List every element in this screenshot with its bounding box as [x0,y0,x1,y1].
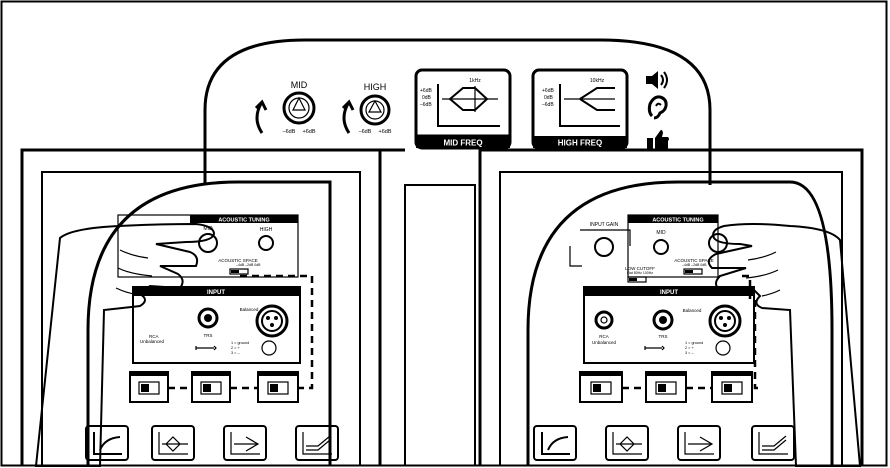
svg-text:0dB: 0dB [544,95,554,101]
svg-text:–6dB: –6dB [420,102,432,108]
right-space-scale: –4dB –2dB 0dB [682,263,707,267]
svg-text:+6dB: +6dB [542,88,554,94]
left-balanced-label: Balanced [240,307,259,312]
left-trs-jack[interactable] [197,307,219,329]
right-input-gain-label: INPUT GAIN [590,222,619,228]
svg-text:+6dB: +6dB [303,129,316,135]
left-high-knob[interactable] [258,235,274,251]
right-tuning-header: ACOUSTIC TUNING [652,218,703,224]
left-mini-charts [85,425,339,461]
right-input-header: INPUT [660,290,678,296]
high-freq-value: 10kHz [590,78,605,84]
high-freq-caption: HIGH FREQ [558,139,602,148]
right-cutoff-scale: Flat 80Hz 100Hz [627,271,653,275]
left-unbalanced-label: Unbalanced [140,339,165,344]
rotate-arrow-icon [341,99,355,134]
thumbs-up-icon [647,129,669,151]
right-cutoff-switch[interactable] [627,276,647,283]
speaker-icon [646,71,668,89]
right-rca-jack[interactable] [594,310,614,330]
mid-freq-caption: MID FREQ [443,139,482,148]
left-high-label: HIGH [260,227,273,233]
rotate-arrow-icon [254,99,268,134]
ear-icon [647,95,668,120]
right-acoustic-space-label: ACOUSTIC SPACE [674,258,713,263]
high-freq-card: HIGH FREQ 10kHz +6dB 0dB –6dB [531,68,629,150]
center-gap [404,184,476,466]
high-knob-label: HIGH [364,82,387,92]
svg-text:+6dB: +6dB [379,129,392,135]
right-dip-switches[interactable] [579,371,753,403]
right-xlr-jack[interactable] [708,304,742,338]
right-back-plate [526,180,834,466]
left-space-switch[interactable] [229,268,249,275]
left-rca-label: RCA [149,334,159,339]
right-control-panel: ACOUSTIC TUNING INPUT GAIN MID LOW CUTOF… [533,214,795,461]
left-dip-switches[interactable] [129,371,299,403]
svg-text:1 = ground: 1 = ground [685,341,703,345]
left-acoustic-space-label: ACOUSTIC SPACE [218,258,257,263]
right-mid-label: MID [656,230,666,236]
right-space-switch[interactable] [683,268,703,275]
left-control-panel: ACOUSTIC TUNING MID HIGH ACOUSTIC SPACE … [85,214,339,461]
svg-text:2 = +: 2 = + [231,346,240,350]
svg-text:1 = ground: 1 = ground [231,341,249,345]
left-space-scale: –4dB –2dB 0dB [236,263,261,267]
right-gain-knob[interactable] [594,237,614,257]
left-mid-label: MID [203,226,213,232]
right-unbalanced-label: Unbalanced [592,340,617,345]
right-dashed-routing [622,274,760,390]
mid-knob-label: MID [291,80,308,90]
right-trs-label: TRS [659,334,668,339]
right-balanced-label: Balanced [683,308,702,313]
svg-text:3 = –: 3 = – [231,351,240,355]
right-rca-label: RCA [599,334,609,339]
left-dashed-routing [168,274,314,390]
left-back-plate [86,180,332,466]
mid-knob-callout[interactable]: MID –6dB +6dB [254,80,316,135]
left-xlr-jack[interactable] [255,304,289,338]
right-mini-charts [533,425,795,461]
svg-text:2 = +: 2 = + [685,346,694,350]
left-input-header: INPUT [207,290,225,296]
callout-bubble [203,38,712,185]
mid-freq-card: MID FREQ 1kHz +6dB 0dB –6dB [414,68,512,150]
svg-text:–6dB: –6dB [542,102,554,108]
left-trs-label: TRS [204,333,213,338]
svg-text:3 = –: 3 = – [685,351,694,355]
svg-text:–6dB: –6dB [283,129,296,135]
left-hand [34,222,216,467]
left-speaker [20,148,405,466]
high-knob-callout[interactable]: HIGH –6dB +6dB [341,82,392,135]
svg-text:+6dB: +6dB [420,88,432,94]
left-mid-knob[interactable] [198,233,218,253]
right-trs-jack[interactable] [652,309,674,331]
svg-text:0dB: 0dB [422,95,432,101]
svg-text:–6dB: –6dB [359,129,372,135]
right-speaker [478,148,864,466]
right-mid-knob[interactable] [653,239,669,255]
right-low-cutoff-label: LOW CUTOFF [625,266,655,271]
right-hand [707,223,862,467]
left-tuning-header: ACOUSTIC TUNING [218,218,269,224]
mid-freq-value: 1kHz [469,78,481,84]
